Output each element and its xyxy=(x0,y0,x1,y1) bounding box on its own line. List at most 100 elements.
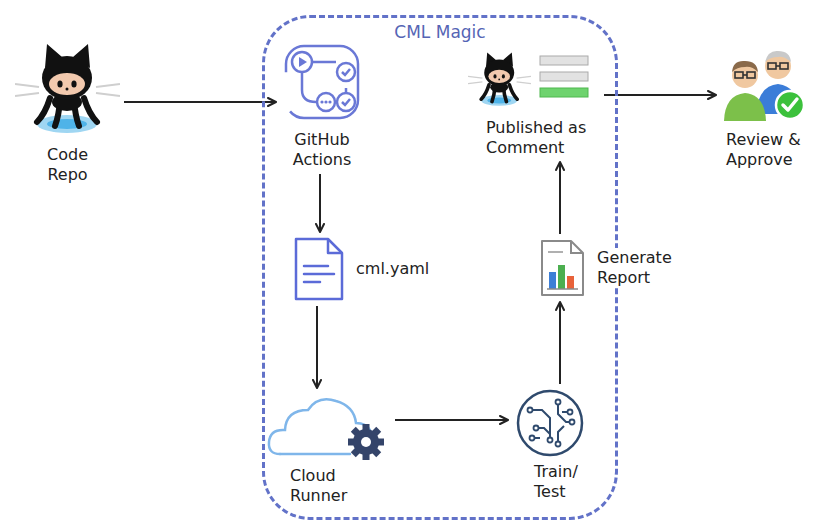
icon-part xyxy=(468,76,482,78)
icon-part xyxy=(548,251,563,253)
icon-part xyxy=(342,99,350,105)
flow-arrow xyxy=(124,101,276,103)
icon-part xyxy=(517,82,531,84)
icon-part xyxy=(547,288,578,290)
label-group: Generate Report xyxy=(595,248,691,288)
icon-part xyxy=(317,93,335,111)
octo-icon xyxy=(15,40,120,135)
icon-part xyxy=(517,76,531,78)
repo-node: Code Repo xyxy=(15,40,120,185)
flow-arrow xyxy=(319,174,321,232)
icon-part xyxy=(732,61,758,72)
node-label: GitHub Actions xyxy=(280,130,364,170)
icon-part xyxy=(776,65,780,67)
icon-part xyxy=(765,51,791,62)
icon-part xyxy=(530,402,572,444)
icon-part xyxy=(768,63,776,69)
node-label: Train/ Test xyxy=(532,462,596,502)
label-group: Train/ Test xyxy=(532,462,596,502)
icon-part xyxy=(747,72,755,78)
icon-part xyxy=(299,57,307,67)
icon-part xyxy=(324,100,327,103)
icon-part xyxy=(534,426,539,431)
node-label: cml.yaml xyxy=(354,259,431,279)
icon-part xyxy=(337,63,355,81)
flow-arrow xyxy=(559,302,561,384)
icon-part xyxy=(15,84,39,87)
icon-part xyxy=(286,46,358,118)
region-title: CML Magic xyxy=(390,22,489,42)
icon-part xyxy=(528,408,533,413)
label-group: GitHub Actions xyxy=(280,130,364,170)
icon-part xyxy=(96,93,120,96)
node-label: Review & Approve xyxy=(724,130,813,170)
actions-node: GitHub Actions xyxy=(280,42,364,170)
icon-part xyxy=(549,272,556,289)
actions-icon xyxy=(282,42,362,122)
icon-part xyxy=(567,276,574,289)
icon-part xyxy=(570,420,575,425)
icon-part xyxy=(296,239,342,299)
icon-part xyxy=(568,410,573,415)
icon-part xyxy=(304,266,334,282)
icon-part xyxy=(542,241,583,295)
review-node: Review & Approve xyxy=(720,42,813,170)
label-group: cml.yaml xyxy=(354,259,431,279)
icon-part xyxy=(71,80,76,87)
icon-part xyxy=(328,239,342,253)
icon-part xyxy=(558,265,565,289)
icon-part xyxy=(337,93,355,111)
comment-node: Published as Comment xyxy=(468,48,600,158)
flow-arrow xyxy=(316,306,318,388)
icon-part xyxy=(556,442,561,447)
icon-part xyxy=(735,72,743,78)
node-label: Published as Comment xyxy=(484,118,600,158)
icon-part xyxy=(540,72,588,81)
icon-part xyxy=(57,80,62,87)
icon-part xyxy=(571,241,583,253)
icon-part xyxy=(342,69,350,75)
runner-node: Cloud Runner xyxy=(266,392,391,506)
icon-part xyxy=(468,82,482,84)
icon-part xyxy=(292,52,312,72)
node-label: Cloud Runner xyxy=(288,466,372,506)
icon-part xyxy=(320,100,323,103)
icon-part xyxy=(66,88,69,91)
cloud-icon xyxy=(266,392,391,464)
icon-part xyxy=(42,56,92,100)
icon-part xyxy=(37,115,97,133)
icon-part xyxy=(280,453,350,456)
icon-part xyxy=(783,99,797,110)
icon-part xyxy=(488,70,510,83)
icon-part xyxy=(361,437,371,447)
report-icon xyxy=(537,238,587,298)
config-file-node: cml.yaml xyxy=(288,236,431,302)
icon-part xyxy=(548,438,553,443)
published-icon xyxy=(468,48,593,108)
icon-part xyxy=(498,79,500,81)
icon-part xyxy=(15,93,39,96)
node-label: Code Repo xyxy=(36,145,100,185)
icon-part xyxy=(481,95,517,106)
flow-arrow xyxy=(559,162,561,234)
icon-part xyxy=(328,100,331,103)
circuit-icon xyxy=(512,388,588,458)
icon-part xyxy=(776,91,804,119)
yaml-icon xyxy=(288,236,346,302)
cml-region: CML MagicGitHub Actions cml.yamlCloud Run… xyxy=(262,15,618,520)
icon-part xyxy=(780,63,788,69)
flow-arrow xyxy=(604,94,716,96)
icon-part xyxy=(49,73,85,95)
label-group: Code Repo xyxy=(36,145,100,185)
review-icon xyxy=(720,42,806,122)
region-title-row: CML Magic xyxy=(265,22,615,42)
label-group: Cloud Runner xyxy=(288,466,372,506)
report-node: Generate Report xyxy=(537,238,691,298)
icon-part xyxy=(353,429,379,455)
icon-part xyxy=(540,88,588,97)
flow-arrow xyxy=(395,419,508,421)
label-group: Published as Comment xyxy=(484,118,600,158)
node-label: Generate Report xyxy=(595,248,691,288)
icon-part xyxy=(484,60,514,86)
